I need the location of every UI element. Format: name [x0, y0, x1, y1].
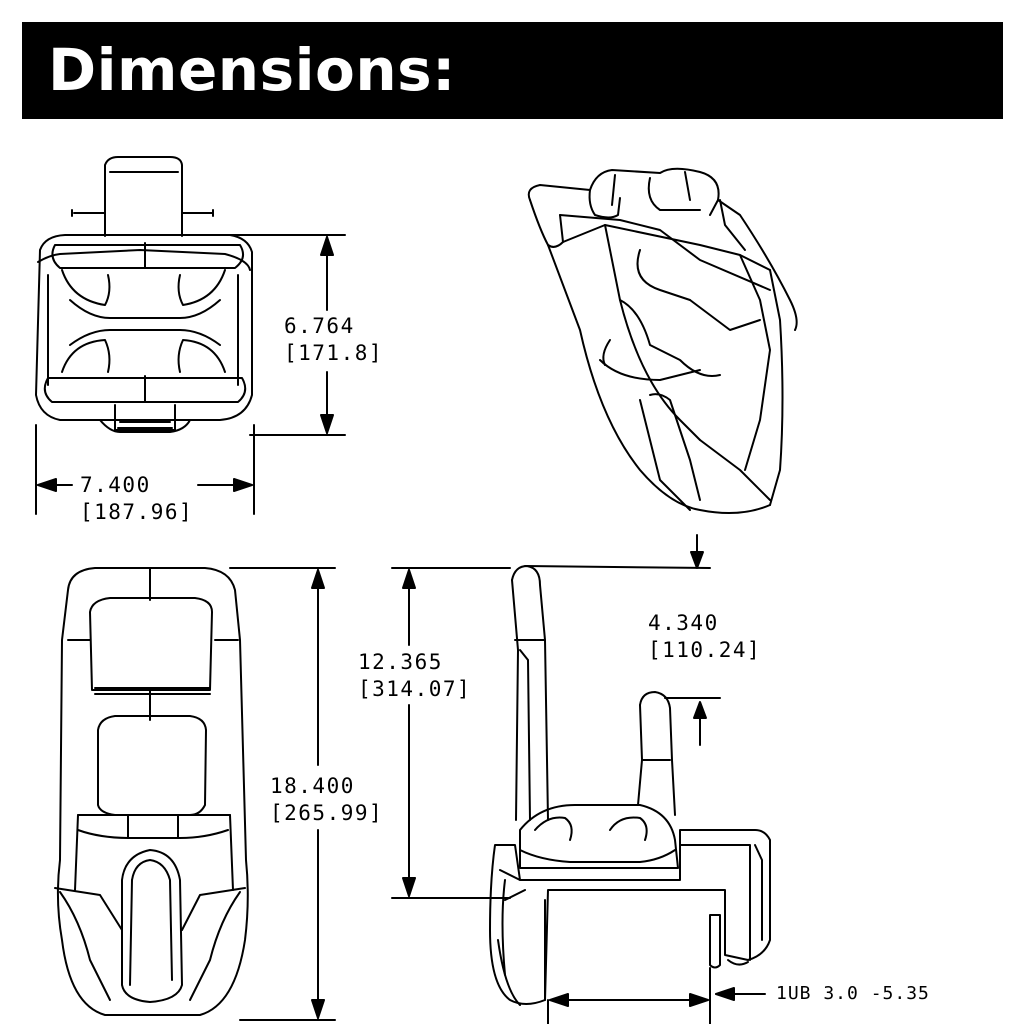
- top-view-drawing: [35, 156, 253, 433]
- dimension-label-height-top: 6.764 [171.8]: [284, 313, 383, 367]
- dimension-line-length: [229, 567, 336, 1021]
- header-bar: Dimensions:: [22, 22, 1003, 119]
- front-view-drawing: [54, 567, 249, 1016]
- dimension-mm: [171.8]: [284, 341, 384, 365]
- dimension-arrow-hook-top: [690, 534, 704, 569]
- dimension-inches: 18.400: [270, 774, 355, 798]
- dimension-label-hook-offset: 4.340 [110.24]: [648, 610, 761, 664]
- dimension-mm: [110.24]: [648, 638, 762, 662]
- dimension-mm: [314.07]: [358, 677, 472, 701]
- dimension-label-height-side: 12.365 [314.07]: [358, 649, 471, 703]
- dimension-inches: 4.340: [648, 611, 719, 635]
- dimension-line-height-side: [391, 567, 511, 899]
- dimension-line-width: [35, 424, 255, 515]
- dimension-mm: [187.96]: [80, 500, 194, 524]
- side-view-drawing: [489, 565, 771, 1006]
- page-title: Dimensions:: [48, 36, 456, 104]
- dimension-label-width: 7.400 [187.96]: [80, 472, 193, 526]
- dimension-mm: [265.99]: [270, 801, 384, 825]
- dimension-inches: 7.400: [80, 473, 151, 497]
- part-number-label: 1UB 3.0 -5.35: [776, 983, 930, 1004]
- dimension-arrow-hook-bottom: [693, 701, 707, 746]
- dimension-inches: 6.764: [284, 314, 355, 338]
- dimension-label-length: 18.400 [265.99]: [270, 773, 383, 827]
- dimension-line-height-top: [197, 234, 346, 436]
- dimension-line-base: [547, 967, 766, 1024]
- isometric-view-drawing: [527, 167, 798, 514]
- dimension-inches: 12.365: [358, 650, 443, 674]
